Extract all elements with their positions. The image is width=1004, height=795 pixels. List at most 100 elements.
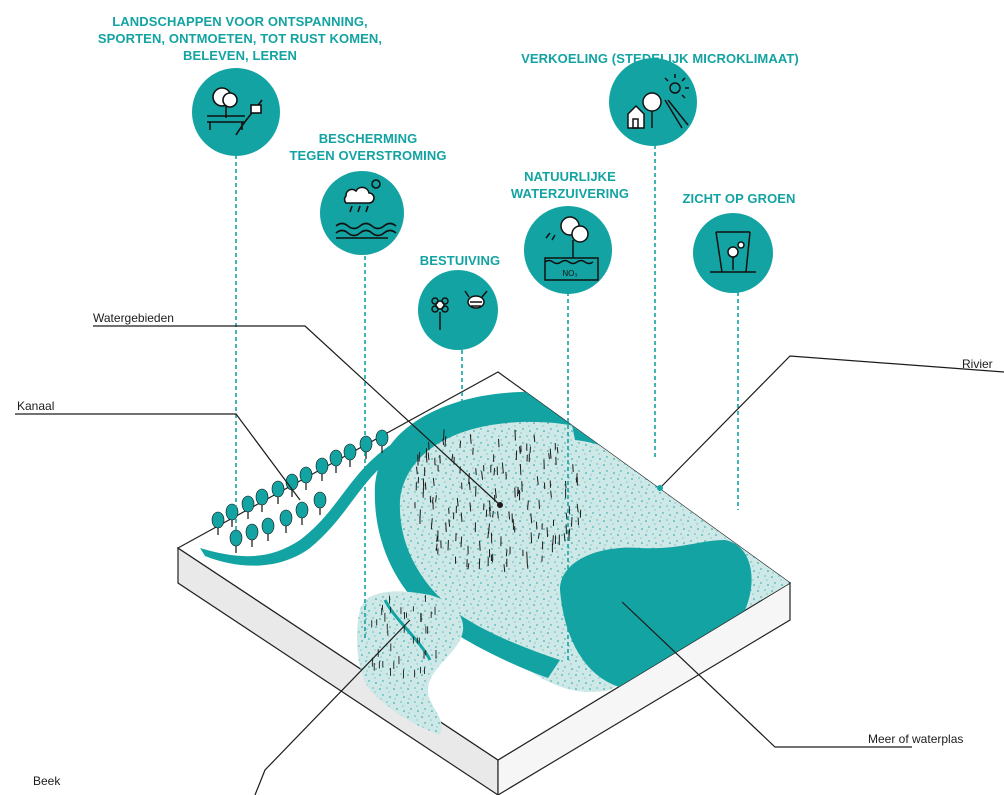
reed-mark — [563, 533, 566, 542]
callout-meer: Meer of waterplas — [868, 732, 964, 746]
recreation-icon — [207, 87, 263, 136]
reed-mark — [538, 499, 541, 509]
reed-mark — [517, 487, 520, 494]
reed-mark — [565, 512, 568, 520]
reed-mark — [459, 440, 462, 449]
reed-mark — [565, 480, 567, 489]
reed-mark — [552, 535, 554, 546]
reed-mark — [576, 504, 579, 513]
tree-icon — [329, 449, 343, 473]
tree-icon — [343, 443, 357, 467]
reed-mark — [494, 488, 497, 499]
reed-mark — [456, 497, 459, 507]
reed-mark — [424, 482, 427, 490]
reed-mark — [469, 434, 472, 444]
reed-mark — [501, 462, 504, 474]
service-label-green-view: ZICHT OP GROEN — [682, 191, 796, 206]
service-label-pollination: BESTUIVING — [419, 253, 501, 268]
reed-mark — [505, 549, 508, 557]
reed-mark — [432, 497, 434, 504]
service-circle-green-view — [693, 213, 773, 293]
cooling-icon — [627, 74, 689, 129]
reed-mark — [519, 463, 522, 475]
reed-mark — [570, 517, 573, 527]
reed-mark — [467, 563, 470, 570]
tree-row — [211, 429, 389, 553]
tree-icon — [261, 517, 275, 541]
reed-mark — [519, 446, 521, 454]
service-label-recreation: LANDSCHAPPEN VOOR ONTSPANNING, SPORTEN, … — [97, 14, 383, 63]
callout-beek: Beek — [33, 774, 61, 788]
reed-mark — [460, 536, 463, 548]
reed-mark — [444, 436, 447, 448]
service-circle-cooling — [609, 58, 697, 146]
reed-mark — [445, 522, 447, 533]
tree-icon — [271, 480, 285, 504]
service-label-cooling: VERKOELING (STEDELIJK MICROKLIMAAT) — [521, 51, 799, 66]
reed-mark — [468, 482, 471, 491]
green-view-icon — [710, 231, 756, 273]
reed-mark — [503, 564, 506, 573]
wetland-reeds — [371, 429, 582, 679]
reed-mark — [549, 448, 552, 459]
reed-mark — [469, 502, 472, 512]
reed-mark — [435, 495, 437, 503]
reed-mark — [508, 511, 511, 520]
reed-mark — [460, 512, 463, 522]
tree-icon — [375, 429, 389, 453]
reed-mark — [442, 429, 445, 441]
reed-mark — [556, 447, 559, 454]
tree-icon — [299, 466, 313, 490]
reed-mark — [436, 535, 438, 543]
tree-icon — [225, 503, 239, 527]
reed-mark — [492, 510, 494, 518]
reed-mark — [514, 429, 516, 441]
reed-mark — [493, 467, 496, 476]
reed-mark — [468, 473, 470, 485]
tree-icon — [241, 495, 255, 519]
tree-icon — [315, 457, 329, 481]
reed-mark — [548, 453, 550, 460]
reed-mark — [575, 473, 578, 483]
reed-mark — [451, 453, 454, 461]
reed-mark — [432, 477, 435, 486]
reed-mark — [530, 513, 533, 524]
creek-field — [357, 591, 464, 735]
service-leaders — [235, 145, 739, 660]
reed-mark — [537, 532, 540, 539]
reed-mark — [497, 511, 499, 519]
reed-mark — [416, 466, 418, 475]
reed-mark — [427, 442, 430, 450]
reed-mark — [536, 476, 539, 485]
tree-icon — [295, 501, 309, 525]
tree-icon — [211, 511, 225, 535]
callout-watergebieden: Watergebieden — [93, 311, 174, 325]
nitrate-label: NO₃ — [562, 269, 577, 278]
service-circle-pollination — [418, 270, 498, 350]
reed-mark — [533, 434, 536, 443]
callout-leaders — [15, 325, 1004, 795]
tree-icon — [245, 523, 259, 547]
reed-mark — [435, 543, 438, 552]
service-label-purification: NATUURLIJKE WATERZUIVERING — [510, 169, 630, 201]
flood-protection-icon — [335, 179, 397, 239]
reed-mark — [430, 518, 433, 530]
reed-mark — [475, 468, 477, 476]
tree-icon — [359, 435, 373, 459]
tree-icon — [279, 509, 293, 533]
tree-icon — [255, 488, 269, 512]
reed-mark — [526, 551, 528, 562]
reed-mark — [487, 531, 489, 539]
callout-rivier: Rivier — [962, 357, 993, 371]
water-purification-icon — [544, 216, 599, 281]
service-label-flood: BESCHERMING TEGEN OVERSTROMING — [289, 131, 447, 163]
reed-mark — [488, 506, 491, 517]
reed-mark — [489, 500, 491, 511]
reed-mark — [550, 490, 552, 498]
reed-mark — [527, 500, 529, 510]
callout-kanaal: Kanaal — [17, 399, 55, 413]
reed-mark — [546, 527, 549, 538]
reed-mark — [481, 471, 484, 480]
reed-mark — [526, 561, 529, 569]
